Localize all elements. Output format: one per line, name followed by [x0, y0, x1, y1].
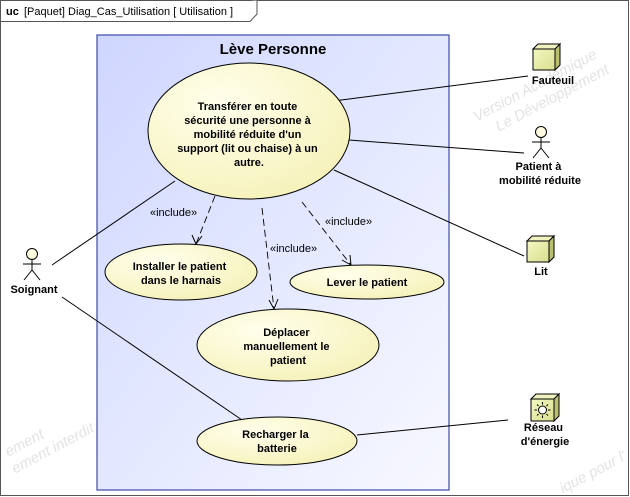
- svg-text:Déplacer manuellement le: Déplacer manuellement le patient: [243, 327, 332, 367]
- actor-fauteuil[interactable]: Fauteuil: [531, 42, 574, 87]
- block-icon: [531, 42, 562, 72]
- actor-lit-label: Lit: [534, 266, 548, 278]
- actor-fauteuil-label: Fauteuil: [532, 75, 574, 87]
- actor-reseau[interactable]: Réseau d'énergie: [521, 392, 569, 448]
- assoc-transferer-lit: [333, 169, 525, 257]
- assoc-recharger-reseau: [356, 419, 509, 436]
- svg-text:Installer le patient dan: Installer le patient dans le harnais: [133, 261, 230, 287]
- sun-icon: [534, 402, 551, 418]
- actor-reseau-label-2: d'énergie: [521, 436, 569, 448]
- assoc-soignant-recharger: [61, 296, 246, 423]
- block-icon: [525, 234, 556, 264]
- associations: [51, 75, 529, 436]
- frame-tab: [0, 0, 258, 22]
- svg-text:Recharger la batterie: Recharger la batterie: [242, 429, 312, 455]
- assoc-transferer-fauteuil: [317, 75, 529, 104]
- actor-patient[interactable]: Patient à mobilité réduite: [499, 126, 581, 188]
- include-dependencies: [195, 195, 352, 310]
- assoc-transferer-patient: [348, 139, 525, 154]
- include-label-installer: «include»: [150, 207, 197, 219]
- frame-title: [Paquet] Diag_Cas_Utilisation [ Utilisat…: [24, 6, 233, 18]
- svg-text:Réseau d'énergie: Réseau d'énergie: [521, 422, 569, 448]
- use-case-deplacer[interactable]: Déplacer manuellement le patient: [196, 308, 380, 382]
- include-lever: [301, 201, 352, 266]
- stick-figure-icon: [23, 248, 41, 281]
- system-name: Lève Personne: [220, 41, 327, 58]
- svg-text:Patient à mobilité rédui: Patient à mobilité réduite: [499, 161, 581, 187]
- include-installer: [195, 195, 216, 245]
- frame-keyword: uc: [6, 6, 19, 18]
- svg-text:Lever le patient: Lever le patient: [327, 277, 408, 289]
- include-label-deplacer: «include»: [270, 243, 317, 255]
- include-label-lever: «include»: [325, 216, 372, 228]
- use-case-transferer[interactable]: Transférer en toute sécurité une personn…: [147, 62, 351, 200]
- use-case-installer[interactable]: Installer le patient dans le harnais: [104, 243, 258, 301]
- actor-patient-label-2: mobilité réduite: [499, 175, 581, 187]
- actor-soignant[interactable]: Soignant: [10, 248, 58, 297]
- actor-lit[interactable]: Lit: [525, 234, 556, 278]
- assoc-soignant-transferer: [51, 180, 176, 266]
- include-deplacer: [261, 207, 275, 310]
- actor-patient-label-1: Patient à: [516, 161, 563, 173]
- actor-reseau-label-1: Réseau: [524, 422, 563, 434]
- stick-figure-icon: [532, 126, 550, 159]
- actor-soignant-label: Soignant: [10, 284, 57, 296]
- svg-text:Transférer en toute sécu: Transférer en toute sécurité une personn…: [177, 101, 321, 169]
- use-case-recharger[interactable]: Recharger la batterie: [196, 416, 358, 466]
- use-case-lever[interactable]: Lever le patient: [289, 264, 445, 300]
